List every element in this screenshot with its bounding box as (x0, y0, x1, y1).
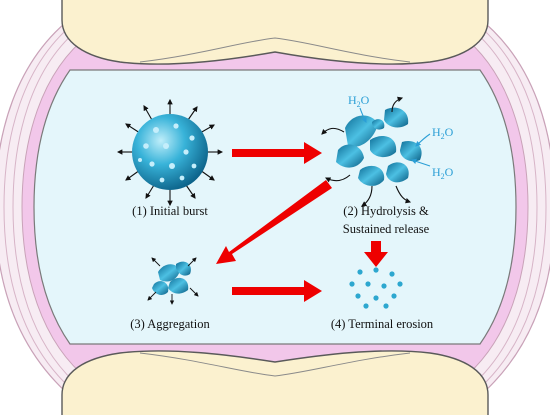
upper-bone (61, 0, 489, 65)
label-initial-burst: (1) Initial burst (132, 204, 208, 218)
erosion-particles (349, 267, 403, 309)
lower-bone (61, 350, 489, 415)
surface-pores (138, 123, 197, 183)
synovial-cavity (33, 69, 517, 345)
water-arrows (359, 107, 431, 167)
arrow-2-to-3 (216, 180, 332, 264)
water-label-3: H2O (432, 165, 454, 181)
process-arrows (216, 142, 388, 302)
drug-sphere (132, 114, 208, 190)
label-aggregation: (3) Aggregation (130, 317, 210, 331)
arrow-2-to-4 (364, 241, 388, 267)
label-hydrolysis-line1: (2) Hydrolysis & (343, 204, 429, 218)
water-label-1: H2O (348, 93, 370, 109)
label-terminal-erosion: (4) Terminal erosion (331, 317, 434, 331)
arrow-3-to-4 (232, 280, 322, 302)
joint-capsule (0, 14, 550, 401)
aggregation-cluster (147, 257, 199, 305)
fragment-release-arrows (321, 96, 412, 207)
water-label-2: H2O (432, 125, 454, 141)
hydrolysis-fragments (321, 96, 431, 207)
label-hydrolysis-line2: Sustained release (343, 222, 430, 236)
arrow-1-to-2 (232, 142, 322, 164)
initial-burst-particle (116, 98, 224, 207)
